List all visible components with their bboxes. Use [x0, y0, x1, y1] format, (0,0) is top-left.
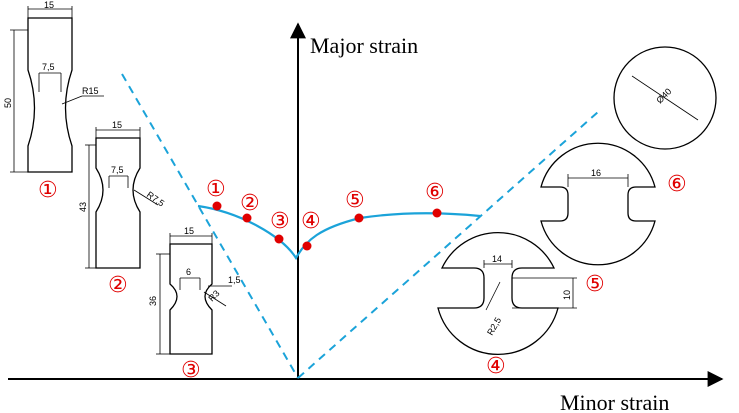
- specimen-3-label: ③: [181, 358, 201, 383]
- specimen-4-height: 10: [562, 290, 572, 300]
- specimen-3: 15 6 1,5 R3 36 ③: [148, 226, 241, 383]
- curve-label-1: ①: [206, 177, 226, 202]
- x-axis-label: Minor strain: [560, 390, 669, 413]
- specimen-2-length: 43: [78, 202, 88, 212]
- specimen-2: 15 7,5 R7,5 43 ②: [78, 120, 166, 298]
- specimen-2-label: ②: [108, 273, 128, 298]
- specimen-1-neck: 7,5: [42, 62, 55, 72]
- specimen-1: 15 7,5 R15 50 ①: [3, 0, 104, 203]
- flc-curve: [197, 204, 481, 261]
- specimen-3-length: 36: [148, 296, 158, 306]
- right-dashed-line: [297, 111, 599, 379]
- data-point-5: [354, 213, 364, 223]
- specimen-5-neck: 16: [591, 168, 601, 178]
- specimen-3-radius: R3: [206, 288, 221, 303]
- specimen-2-width: 15: [112, 120, 122, 130]
- left-dashed-line: [121, 73, 299, 379]
- specimen-1-radius: R15: [82, 86, 99, 96]
- specimen-4-neck: 14: [492, 254, 502, 264]
- specimen-4-label: ④: [486, 354, 506, 379]
- specimen-1-width: 15: [44, 0, 54, 10]
- data-point-4: [302, 241, 312, 251]
- data-point-6: [432, 208, 442, 218]
- specimen-1-length: 50: [3, 98, 13, 108]
- specimen-6: Ø40 ⑥: [613, 46, 717, 197]
- specimen-6-diameter: Ø40: [654, 86, 673, 105]
- data-point-3: [274, 234, 284, 244]
- specimen-1-label: ①: [38, 178, 58, 203]
- specimen-4: 14 R2,5 10 ④: [437, 231, 577, 379]
- data-point-1: [212, 201, 222, 211]
- curve-label-5: ⑤: [345, 188, 365, 213]
- specimen-2-neck: 7,5: [111, 165, 124, 175]
- specimen-5-label: ⑤: [585, 272, 605, 297]
- curve-label-4: ④: [301, 209, 321, 234]
- specimen-5: 16 ⑤: [540, 142, 656, 297]
- curve-label-2: ②: [240, 191, 260, 216]
- specimen-6-label: ⑥: [667, 172, 687, 197]
- specimen-3-notch: 1,5: [228, 275, 241, 285]
- specimen-3-neck: 6: [186, 267, 191, 277]
- specimen-2-radius: R7,5: [145, 189, 166, 208]
- data-point-2: [242, 213, 252, 223]
- curve-label-6: ⑥: [425, 180, 445, 205]
- curve-label-3: ③: [270, 209, 290, 234]
- specimen-4-radius: R2,5: [485, 316, 503, 337]
- y-axis-label: Major strain: [310, 33, 418, 58]
- specimen-3-width: 15: [184, 226, 194, 236]
